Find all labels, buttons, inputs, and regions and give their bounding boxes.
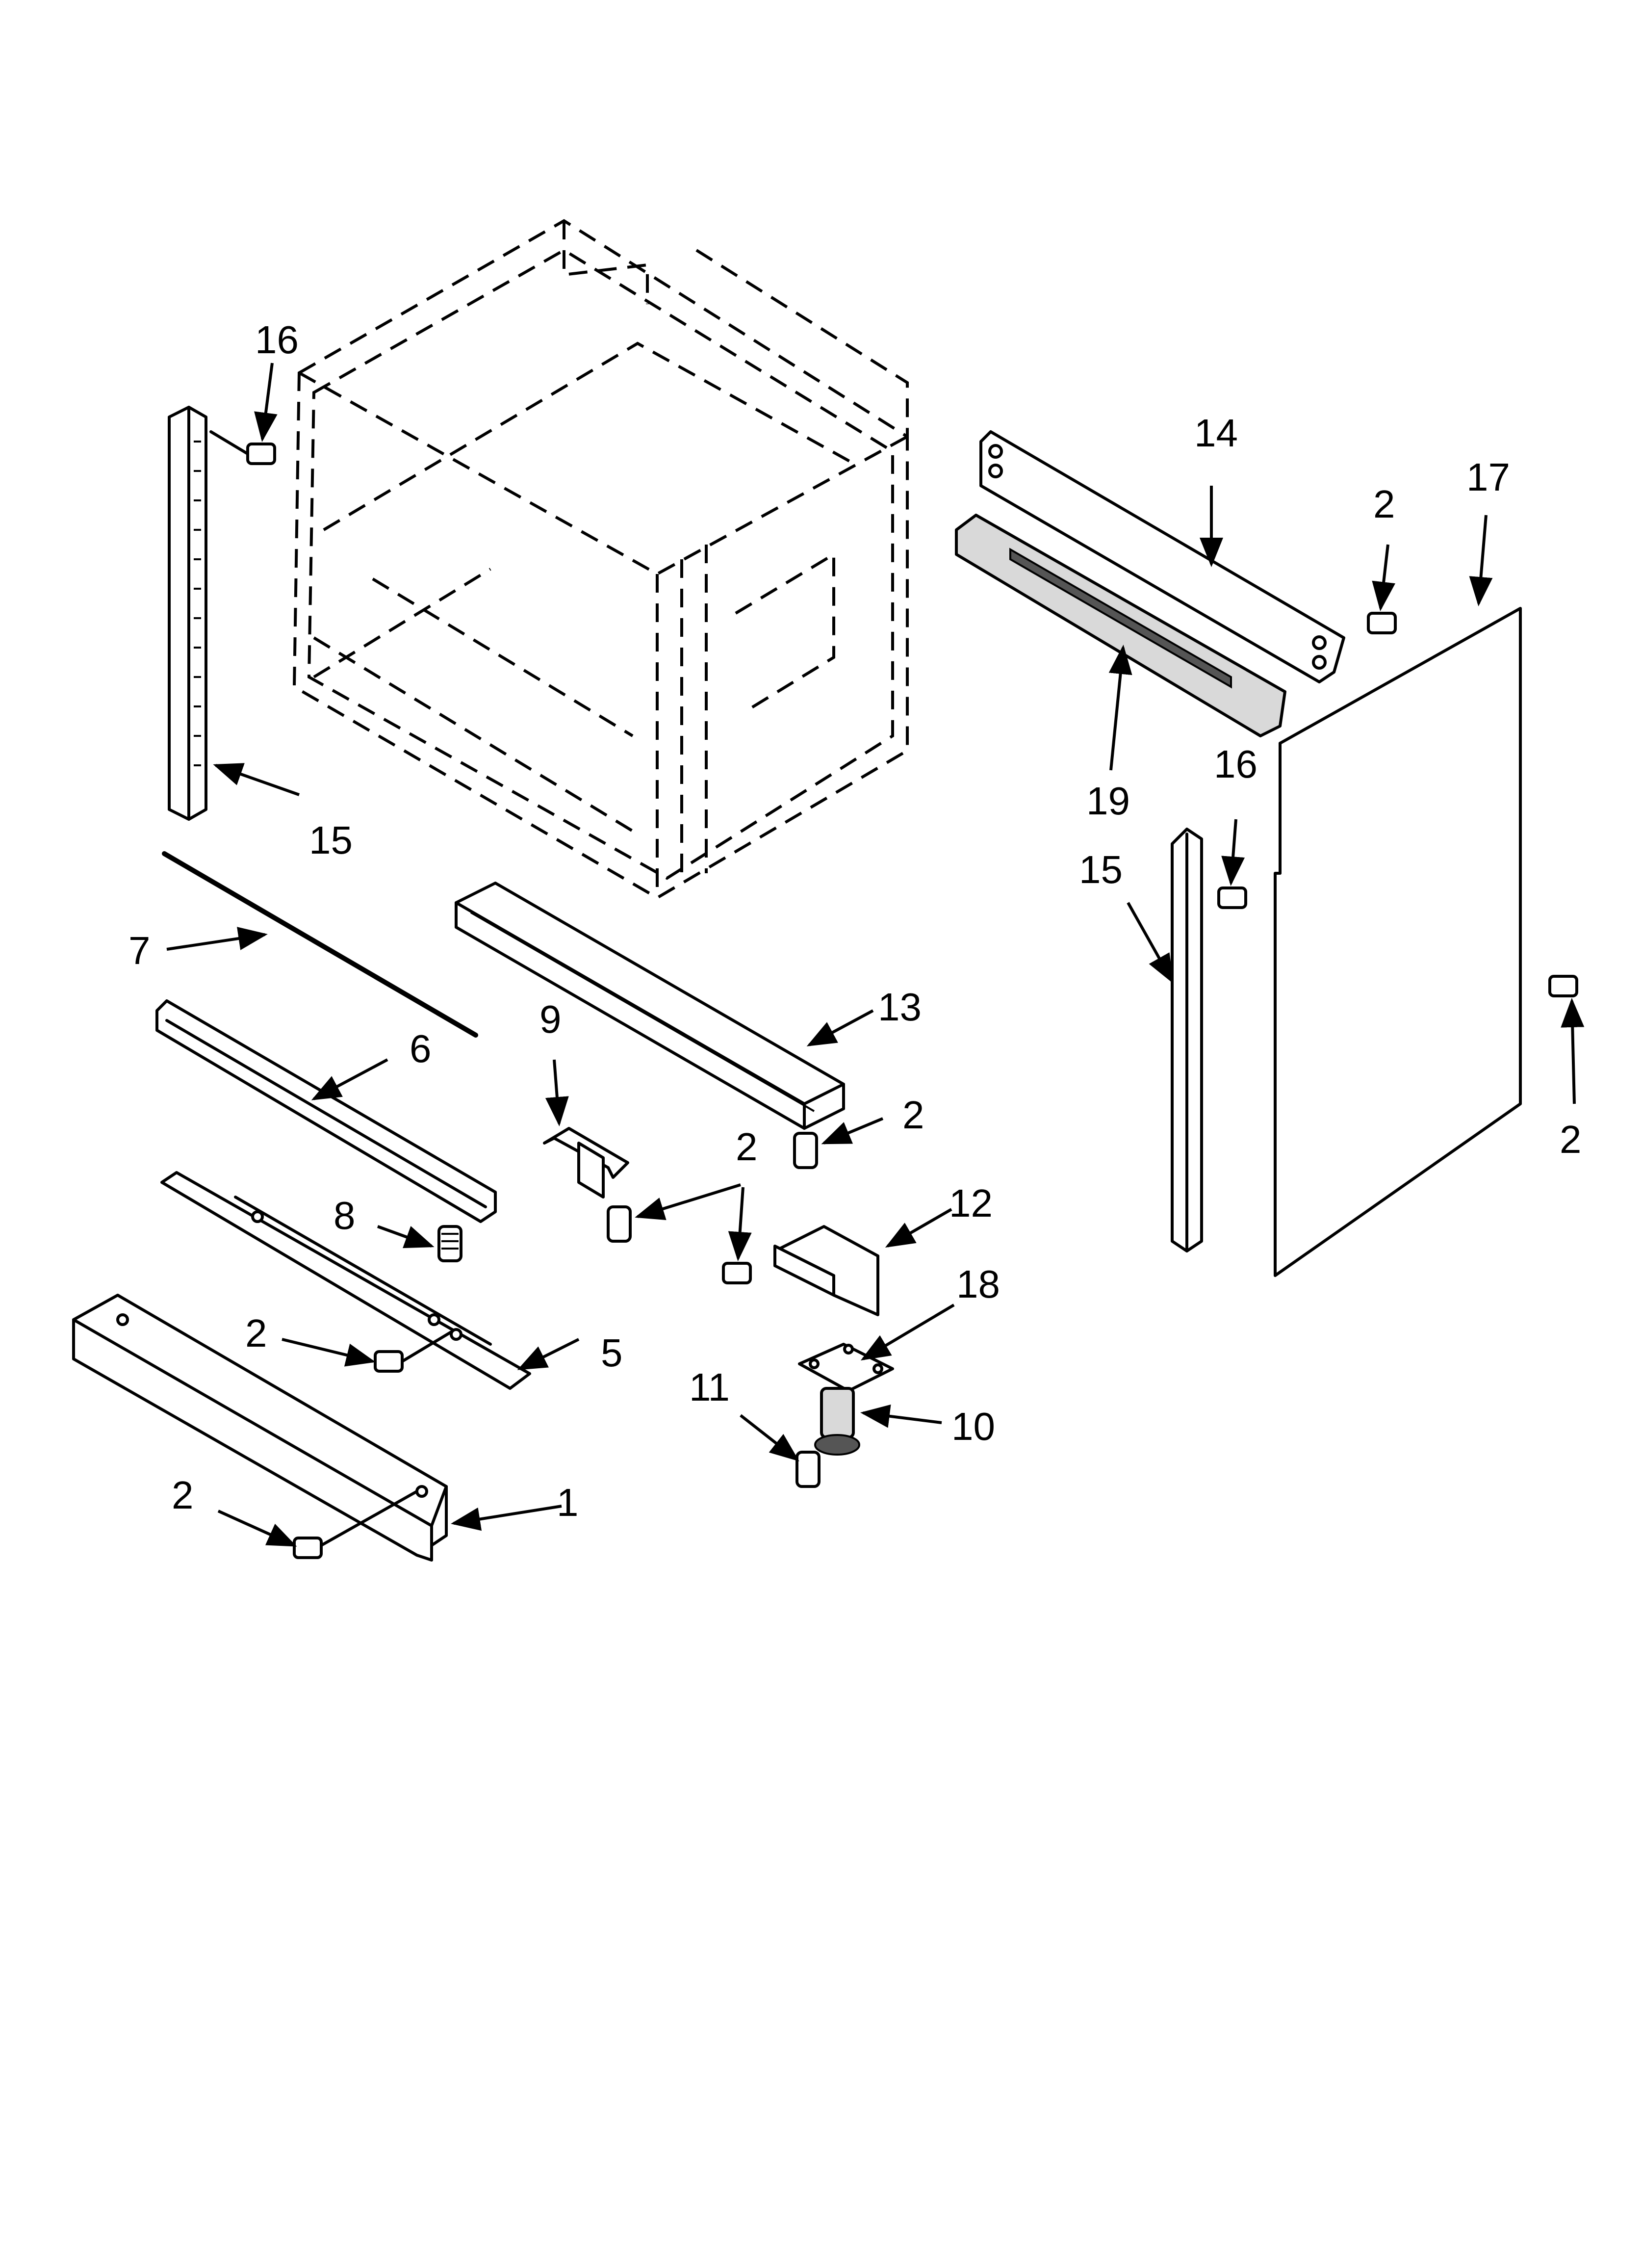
callout-12: 12	[949, 1181, 993, 1225]
part-7-seal-strip	[162, 851, 478, 1038]
callout-2-far-right: 2	[1560, 1118, 1582, 1161]
callout-1: 1	[557, 1481, 579, 1524]
part-14-top-rail	[979, 430, 1345, 683]
part-10-leveling-leg	[814, 1387, 860, 1456]
callout-labels: 16 15 7 6 8 2 5 2 1 9 13 2 2 12 18 11 10…	[128, 318, 1582, 1524]
callout-15-right: 15	[1079, 848, 1123, 891]
part-17-side-panel	[1274, 607, 1522, 1277]
part-2-screw-kickplate	[374, 1330, 453, 1373]
callout-10: 10	[951, 1405, 995, 1448]
callout-13: 13	[878, 985, 922, 1029]
callout-17: 17	[1466, 455, 1510, 499]
part-2-screw-top-right	[1367, 612, 1397, 634]
part-2-screw-bracket	[607, 1205, 632, 1243]
part-16-screw-left	[209, 430, 276, 465]
part-2-screw-rail	[793, 1132, 818, 1169]
callout-2-top: 2	[1373, 482, 1395, 526]
part-8-screw	[437, 1225, 462, 1262]
callout-11: 11	[689, 1365, 730, 1409]
part-16-screw-right	[1217, 886, 1247, 909]
part-5-kick-plate	[160, 1171, 531, 1390]
callout-19: 19	[1086, 779, 1130, 823]
cabinet-outline-dashed	[292, 219, 909, 900]
part-2-screw-foot-bracket	[722, 1262, 752, 1284]
callout-16-right: 16	[1214, 742, 1257, 786]
part-1-base-grille	[72, 1294, 448, 1562]
callout-2-kick: 2	[245, 1311, 267, 1355]
callout-14: 14	[1194, 411, 1238, 455]
part-11-screw	[795, 1451, 821, 1488]
part-2-screw-base	[293, 1490, 418, 1559]
callout-5: 5	[601, 1331, 623, 1375]
part-9-bracket	[543, 1127, 629, 1199]
callout-7: 7	[128, 929, 151, 972]
part-15-left-rail	[168, 406, 207, 821]
callout-6: 6	[410, 1027, 432, 1070]
part-2-screw-far-right	[1548, 975, 1578, 997]
part-19-vent-strip	[955, 514, 1286, 737]
callout-15-left: 15	[309, 818, 353, 862]
part-15-right-rail	[1171, 828, 1203, 1252]
part-6-angle-channel	[155, 999, 497, 1223]
callout-9: 9	[539, 997, 562, 1041]
callout-16-left: 16	[255, 318, 299, 362]
callout-2-base: 2	[172, 1473, 194, 1517]
part-12-foot-bracket	[773, 1225, 879, 1316]
callout-2-bracket: 2	[736, 1125, 758, 1169]
leader-lines	[166, 363, 1585, 1547]
callout-18: 18	[956, 1262, 1000, 1306]
part-13-floor-rail	[455, 882, 845, 1130]
part-18-leg-plate	[798, 1343, 894, 1392]
callout-8: 8	[334, 1194, 356, 1237]
callout-2-rail: 2	[902, 1093, 924, 1137]
